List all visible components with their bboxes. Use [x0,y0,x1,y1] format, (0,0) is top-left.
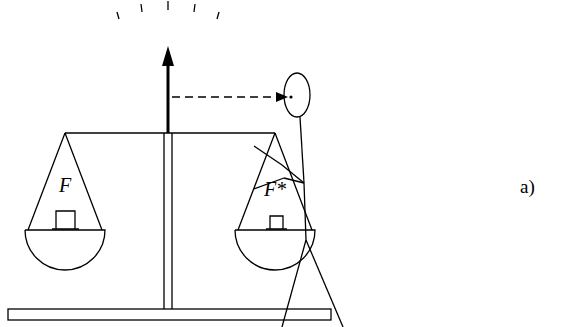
scale-tick [217,12,219,19]
scale-tick [194,4,195,12]
pan-shape [235,133,315,270]
pan-outline [24,133,106,273]
pointer-arrowhead [162,46,174,66]
pan-shape [25,133,105,270]
observer-leg [306,240,343,327]
balance-post [163,133,164,309]
balance-beam [65,132,275,133]
weight-block [266,216,287,229]
observer-eye [289,95,292,98]
force-symbol: F* [234,179,316,199]
observer-arm [254,146,282,165]
balance-post [171,133,172,309]
observer-neck [300,117,304,183]
balance-pan: F* [234,133,316,273]
force-symbol: F [24,175,106,195]
subfigure-label: a) [520,177,535,196]
balance-base [8,309,331,320]
pointer-needle [167,64,170,133]
balance-pan: F [24,133,106,273]
pan-outline [234,133,316,273]
scale-tick [141,4,142,12]
sight-line [172,96,278,97]
weight-block [52,211,79,229]
scale-tick [167,1,168,10]
observer-head [284,73,310,117]
scale-tick [117,12,119,19]
observer-leg [282,240,306,327]
sight-arrowhead [276,92,288,102]
